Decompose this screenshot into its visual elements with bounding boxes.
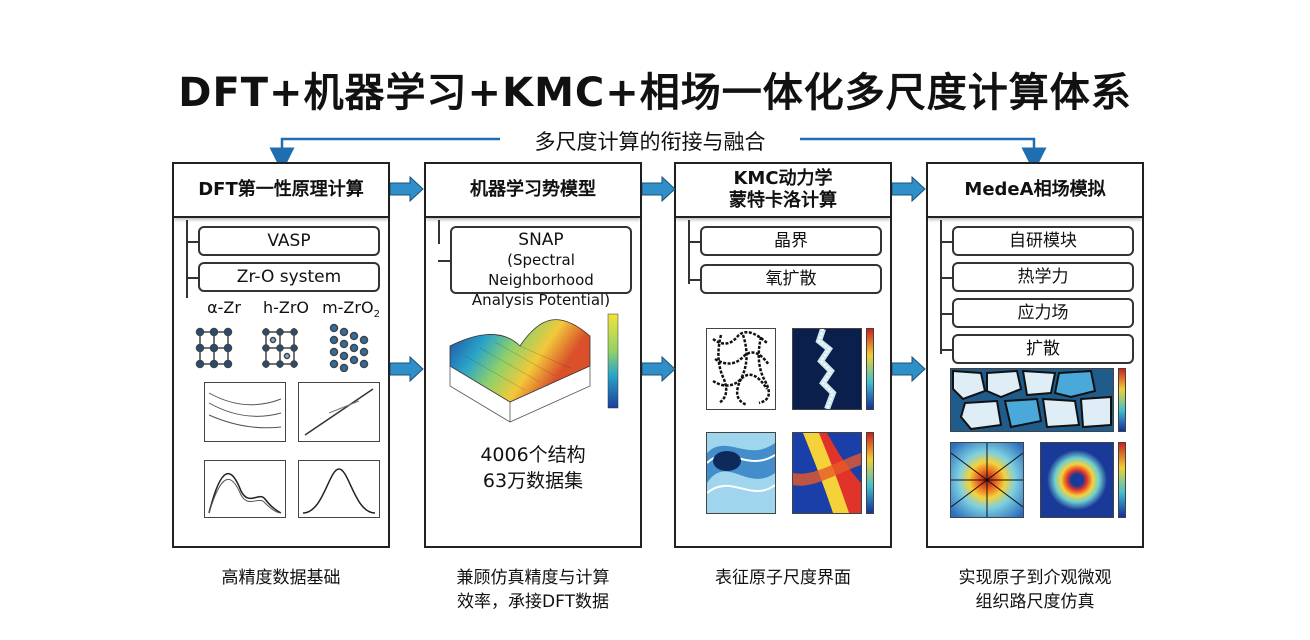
caption-phase-line-2: 组织路尺度仿真 — [975, 592, 1095, 612]
column-header: KMC动力学 蒙特卡洛计算 — [676, 164, 890, 218]
caption-kmc: 表征原子尺度界面 — [715, 568, 851, 588]
item-vasp: VASP — [186, 226, 380, 256]
subtitle: 多尺度计算的衔接与融合 — [500, 126, 800, 156]
potential-surface-plot — [449, 313, 619, 423]
grain-microstructure-graphic — [952, 369, 1112, 431]
plot-linear-fit — [298, 382, 380, 442]
snap-line-3: Analysis Potential) — [471, 291, 611, 309]
item-stress-field: 应力场 — [940, 298, 1134, 328]
arrow-kmc-to-phase-bottom — [892, 356, 926, 382]
phase-m-zro2-subscript: 2 — [373, 309, 380, 321]
plot-linear-fit-graphic — [304, 388, 374, 436]
kmc-heatmap-plot — [792, 432, 862, 514]
phase-colorbar-2 — [1118, 442, 1126, 518]
item-zr-o-system: Zr-O system — [186, 262, 380, 292]
column-ml: 机器学习势模型 SNAP (Spectral Neighborhood Anal… — [424, 162, 642, 548]
column-header: DFT第一性原理计算 — [174, 164, 388, 218]
stress-field-rays — [950, 443, 1024, 517]
phase-colorbar-1 — [1118, 368, 1126, 432]
plot-single-peak-graphic — [302, 468, 376, 514]
column-header: MedeA相场模拟 — [928, 164, 1142, 218]
page-title: DFT+机器学习+KMC+相场一体化多尺度计算体系 — [178, 70, 1132, 116]
phase-alpha-zr: α-Zr — [207, 298, 241, 317]
column-dft: DFT第一性原理计算 VASP Zr-O system α-Zr h-ZrO m… — [172, 162, 390, 548]
kmc-grain-boundary-graphic — [815, 328, 837, 411]
item-grain-boundary: 晶界 — [688, 226, 882, 256]
kmc-header-line-1: KMC动力学 — [733, 168, 833, 189]
caption-ml-line-1: 兼顾仿真精度与计算 — [456, 568, 610, 588]
kmc-heatmap-graphic — [793, 433, 861, 513]
item-diffusion: 扩散 — [940, 334, 1134, 364]
column-phase-field: MedeA相场模拟 自研模块 热学力 应力场 扩散 — [926, 162, 1144, 548]
tree-line — [438, 220, 440, 244]
column-kmc: KMC动力学 蒙特卡洛计算 晶界 氧扩散 — [674, 162, 892, 548]
kmc-grain-boundary-map — [792, 328, 862, 411]
item-custom-module: 自研模块 — [940, 226, 1134, 256]
phase-m-zro2: m-ZrO2 — [318, 298, 384, 320]
arrow-dft-to-ml-top — [390, 176, 424, 202]
arrow-ml-to-kmc-top — [642, 176, 676, 202]
caption-ml: 兼顾仿真精度与计算 效率，承接DFT数据 — [424, 566, 642, 614]
tree-line — [186, 220, 188, 298]
plot-multi-peak-graphic — [208, 472, 282, 514]
plot-multi-peak — [204, 460, 286, 518]
item-snap: SNAP (Spectral Neighborhood Analysis Pot… — [438, 226, 632, 309]
item-oxygen-diffusion: 氧扩散 — [688, 264, 882, 294]
snap-line-2: (Spectral Neighborhood — [488, 251, 594, 289]
kmc-colorbar-1 — [866, 328, 874, 410]
arrow-dft-to-ml-bottom — [390, 356, 424, 382]
crystal-lattice-icons — [195, 323, 369, 372]
arrow-ml-to-kmc-bottom — [642, 356, 676, 382]
diffusion-ring-plot — [1040, 442, 1114, 518]
caption-phase-field: 实现原子到介观微观 组织路尺度仿真 — [926, 566, 1144, 614]
kmc-header-line-2: 蒙特卡洛计算 — [729, 190, 837, 211]
kmc-network-plot — [706, 328, 776, 410]
plot-energy-curves-graphic — [208, 392, 282, 429]
structure-count: 4006个结构 — [480, 444, 586, 466]
arrow-kmc-to-phase-top — [892, 176, 926, 202]
caption-ml-line-2: 效率，承接DFT数据 — [457, 592, 609, 612]
snap-title: SNAP — [518, 230, 564, 250]
plot-single-peak — [298, 460, 380, 518]
kmc-network-graphic — [712, 330, 771, 407]
item-thermomechanics: 热学力 — [940, 262, 1134, 292]
phase-h-zro: h-ZrO — [262, 298, 310, 317]
kmc-colorbar-2 — [866, 432, 874, 514]
tree-line — [940, 220, 942, 354]
caption-dft: 高精度数据基础 — [221, 568, 341, 588]
tree-line — [688, 220, 690, 284]
grain-microstructure-map — [950, 368, 1114, 432]
phase-m-zro2-label: m-ZrO — [322, 298, 374, 317]
dataset-size: 63万数据集 — [482, 470, 584, 492]
caption-phase-line-1: 实现原子到介观微观 — [958, 568, 1112, 588]
stress-field-plot — [950, 442, 1024, 518]
plot-energy-curves — [204, 382, 286, 442]
kmc-contour-plot — [706, 432, 776, 514]
kmc-contour-graphic — [706, 443, 776, 494]
column-header: 机器学习势模型 — [426, 164, 640, 218]
top-link-bracket — [269, 137, 1047, 170]
